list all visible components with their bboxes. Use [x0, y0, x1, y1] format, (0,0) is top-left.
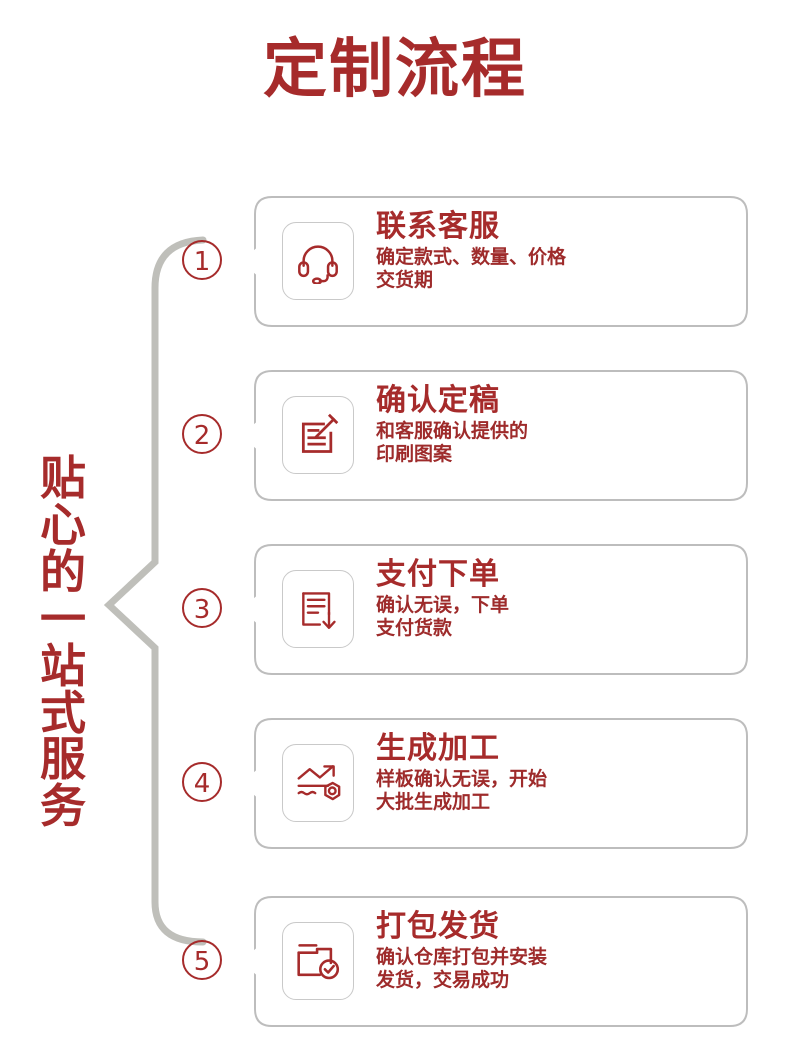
card-outline: [254, 896, 748, 1027]
step-description-line1: 和客服确认提供的: [376, 419, 529, 442]
step-description-line2: 发货，交易成功: [376, 968, 510, 991]
page-title: 定制流程: [263, 33, 527, 107]
step-card[interactable]: 支付下单 确认无误，下单 支付货款: [254, 544, 748, 675]
step-title: 生成加工: [376, 731, 500, 766]
side-vertical-label: 贴心的一站式服务: [40, 451, 86, 834]
document-pencil-icon: [282, 396, 354, 474]
step-description-line1: 样板确认无误，开始: [376, 767, 548, 790]
step-description-line2: 支付货款: [376, 616, 453, 639]
step-text-block: 确认定稿 和客服确认提供的 印刷图案: [376, 384, 740, 466]
step-number-badge: 1: [182, 240, 222, 280]
step-card[interactable]: 生成加工 样板确认无误，开始 大批生成加工: [254, 718, 748, 849]
step-title: 打包发货: [376, 909, 500, 944]
step-description-line1: 确认仓库打包并安装: [376, 945, 548, 968]
step-title: 联系客服: [376, 209, 500, 244]
card-outline: [254, 718, 748, 849]
step-item[interactable]: 3: [172, 544, 748, 675]
step-card[interactable]: 确认定稿 和客服确认提供的 印刷图案: [254, 370, 748, 501]
step-description: 确认仓库打包并安装 发货，交易成功: [376, 946, 740, 992]
production-chart-gear-icon: [282, 744, 354, 822]
step-card[interactable]: 联系客服 确定款式、数量、价格 交货期: [254, 196, 748, 327]
step-title: 支付下单: [376, 557, 500, 592]
step-description-line1: 确认无误，下单: [376, 593, 510, 616]
step-description: 确定款式、数量、价格 交货期: [376, 246, 740, 292]
step-number-badge: 3: [182, 588, 222, 628]
step-text-block: 联系客服 确定款式、数量、价格 交货期: [376, 210, 740, 292]
step-item[interactable]: 1: [172, 196, 748, 327]
step-description-line2: 印刷图案: [376, 442, 453, 465]
step-text-block: 支付下单 确认无误，下单 支付货款: [376, 558, 740, 640]
step-description-line2: 大批生成加工: [376, 790, 491, 813]
step-item[interactable]: 2: [172, 370, 748, 501]
step-text-block: 打包发货 确认仓库打包并安装 发货，交易成功: [376, 910, 740, 992]
box-check-icon: [282, 922, 354, 1000]
card-outline: [254, 544, 748, 675]
step-description-line1: 确定款式、数量、价格: [376, 245, 567, 268]
card-outline: [254, 370, 748, 501]
card-outline: [254, 196, 748, 327]
step-description-line2: 交货期: [376, 268, 434, 291]
step-description: 确认无误，下单 支付货款: [376, 594, 740, 640]
step-number-badge: 4: [182, 762, 222, 802]
step-item[interactable]: 4: [172, 718, 748, 849]
step-description: 和客服确认提供的 印刷图案: [376, 420, 740, 466]
step-card[interactable]: 打包发货 确认仓库打包并安装 发货，交易成功: [254, 896, 748, 1027]
document-download-icon: [282, 570, 354, 648]
step-title: 确认定稿: [376, 383, 500, 418]
step-number-badge: 5: [182, 940, 222, 980]
headset-icon: [282, 222, 354, 300]
step-item[interactable]: 5 打包发货: [172, 896, 748, 1027]
step-description: 样板确认无误，开始 大批生成加工: [376, 768, 740, 814]
step-number-badge: 2: [182, 414, 222, 454]
step-text-block: 生成加工 样板确认无误，开始 大批生成加工: [376, 732, 740, 814]
